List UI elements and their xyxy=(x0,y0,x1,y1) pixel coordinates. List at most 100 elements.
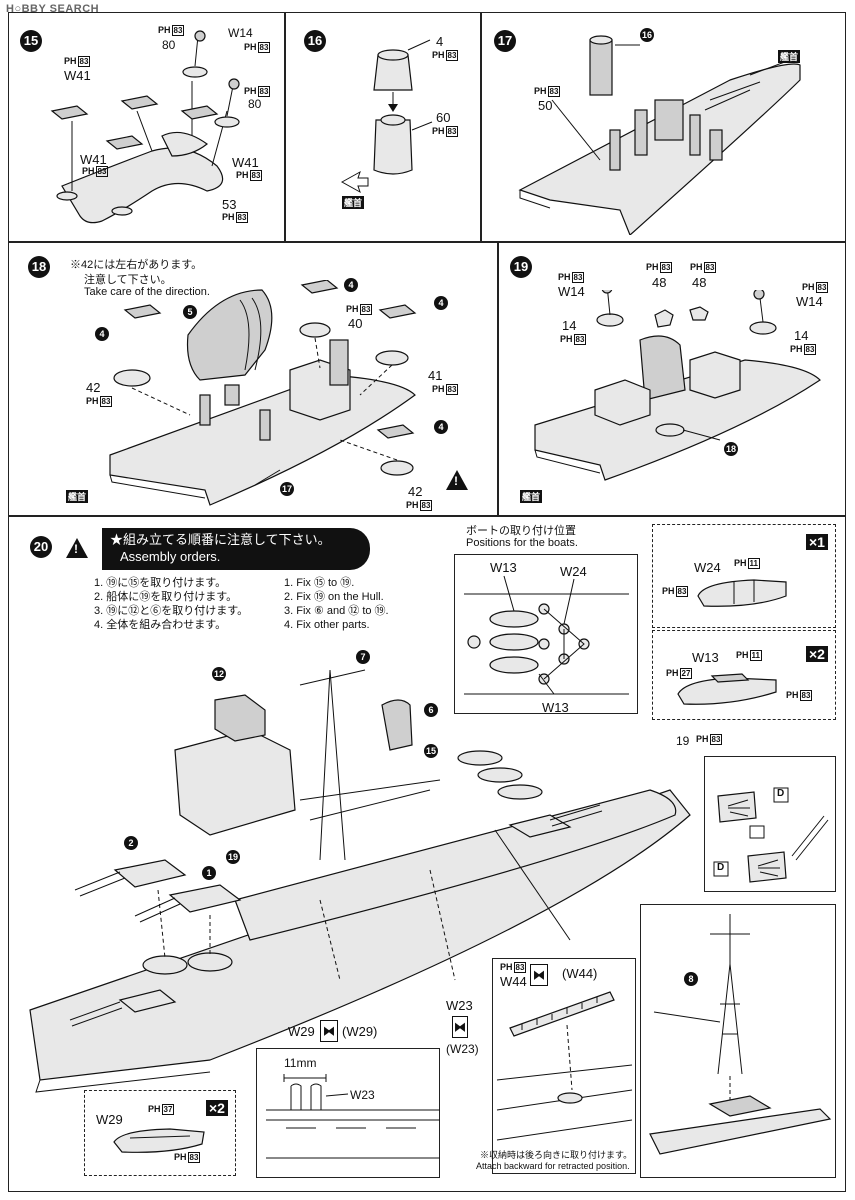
step-19-label-48a: 48 xyxy=(652,275,667,290)
step-18-label-42b: 42 xyxy=(408,484,423,499)
w23-label: W23 xyxy=(446,998,473,1013)
assembly-orders-banner: ★組み立てる順番に注意して下さい。 Assembly orders. xyxy=(102,528,370,570)
step-15-diagram xyxy=(50,30,240,224)
col-divider-3 xyxy=(497,241,499,515)
step-15-label-80b: 80 xyxy=(248,97,262,111)
ph-num: 27 xyxy=(679,668,693,679)
step-20-warning-icon xyxy=(66,538,88,558)
step-16-label-4: 4 xyxy=(436,34,444,49)
step-18-ref-4c: 4 xyxy=(434,296,448,310)
retract-note-en: Attach backward for retracted position. xyxy=(476,1161,630,1171)
ph-text: PH xyxy=(244,86,257,96)
step-18-label-42a: 42 xyxy=(86,380,101,395)
step-en-2: 2. Fix ⑲ on the Hull. xyxy=(284,591,384,603)
flag-d-label-2: D xyxy=(717,862,725,873)
ph-text: PH xyxy=(346,304,359,314)
part-ref-19: 19 xyxy=(226,850,240,864)
w44-paren: (W44) xyxy=(562,966,598,981)
ph-text: PH xyxy=(432,384,445,394)
boat-label-w13b: W13 xyxy=(542,700,569,715)
step-19-label-w14b: W14 xyxy=(796,294,823,309)
ph-num: 83 xyxy=(257,86,271,97)
step-19-bow-label: 艦首 xyxy=(520,490,543,503)
w24-label: W24 xyxy=(694,560,721,575)
banner-jp: ★組み立てる順番に注意して下さい。 xyxy=(110,532,331,547)
step-16-bow-label: 艦首 xyxy=(342,196,365,209)
step-18-note-jp2: 注意して下さい。 xyxy=(84,274,172,286)
step-18-diagram xyxy=(109,280,417,506)
flag-detail-drawing xyxy=(713,787,829,883)
ph-text: PH xyxy=(736,650,749,660)
ph-text: PH xyxy=(244,42,257,52)
row-divider-2 xyxy=(8,515,846,517)
ph-text: PH xyxy=(696,734,709,744)
w23-paren: (W23) xyxy=(446,1042,479,1056)
ph-num: 11 xyxy=(749,650,762,661)
step-15-number: 15 xyxy=(20,30,42,52)
row-divider-1 xyxy=(8,241,846,243)
ph-num: 11 xyxy=(747,558,760,569)
step-en-4: 4. Fix other parts. xyxy=(284,619,370,631)
ph-num: 83 xyxy=(249,170,263,181)
ph-text: PH xyxy=(534,86,547,96)
ph-num: 83 xyxy=(799,690,813,701)
boat-positions-title-en: Positions for the boats. xyxy=(466,537,578,549)
step-17-diagram xyxy=(518,35,801,235)
step-18-ref-5: 5 xyxy=(183,305,197,319)
ph-num: 83 xyxy=(171,25,185,36)
assembly-steps-jp: 1. ⑲に⑮を取り付けます。 2. 船体に⑲を取り付けます。 3. ⑲に⑫と⑥を… xyxy=(94,576,248,632)
ph-text: PH xyxy=(432,50,445,60)
w29-label: W29 xyxy=(288,1024,315,1039)
retract-note-jp: ※収納時は後ろ向きに取り付けます。 xyxy=(480,1150,633,1160)
ph-text: PH xyxy=(64,56,77,66)
step-18-ref-17: 17 xyxy=(280,482,294,496)
step-jp-1: 1. ⑲に⑮を取り付けます。 xyxy=(94,577,227,589)
ph-text: PH xyxy=(646,262,659,272)
step-19-label-48b: 48 xyxy=(692,275,707,290)
w24-parts-box xyxy=(652,524,836,628)
step-18-ref-4b: 4 xyxy=(344,278,358,292)
ph-text: PH xyxy=(82,166,95,176)
step-18-label-41: 41 xyxy=(428,368,443,383)
ph-text: PH xyxy=(690,262,703,272)
bow-tag: 艦首 xyxy=(520,490,543,503)
bow-tag: 艦首 xyxy=(342,196,365,209)
ph-num: 83 xyxy=(445,50,459,61)
step-19-diagram xyxy=(534,290,821,481)
flag-d-label-1: D xyxy=(777,788,785,799)
w24-boat-drawing xyxy=(697,579,787,607)
ph-text: PH xyxy=(158,25,171,35)
step-16-diagram xyxy=(340,39,433,194)
ph-text: PH xyxy=(236,170,249,180)
ph-num: 83 xyxy=(99,396,113,407)
ph-num: 83 xyxy=(257,42,271,53)
ph-num: 83 xyxy=(445,384,459,395)
boat-positions-diagram xyxy=(464,575,629,695)
ph-num: 83 xyxy=(659,262,673,273)
ph-text: PH xyxy=(86,396,99,406)
step-15-label-w41a: W41 xyxy=(64,68,91,83)
step-16-label-60: 60 xyxy=(436,110,451,125)
ph-num: 83 xyxy=(187,1152,201,1163)
ph-text: PH xyxy=(786,690,799,700)
step-jp-2: 2. 船体に⑲を取り付けます。 xyxy=(94,591,238,603)
step-en-3: 3. Fix ⑥ and ⑫ to ⑲. xyxy=(284,605,389,617)
ph-num: 83 xyxy=(77,56,91,67)
ph-num: 83 xyxy=(359,304,373,315)
